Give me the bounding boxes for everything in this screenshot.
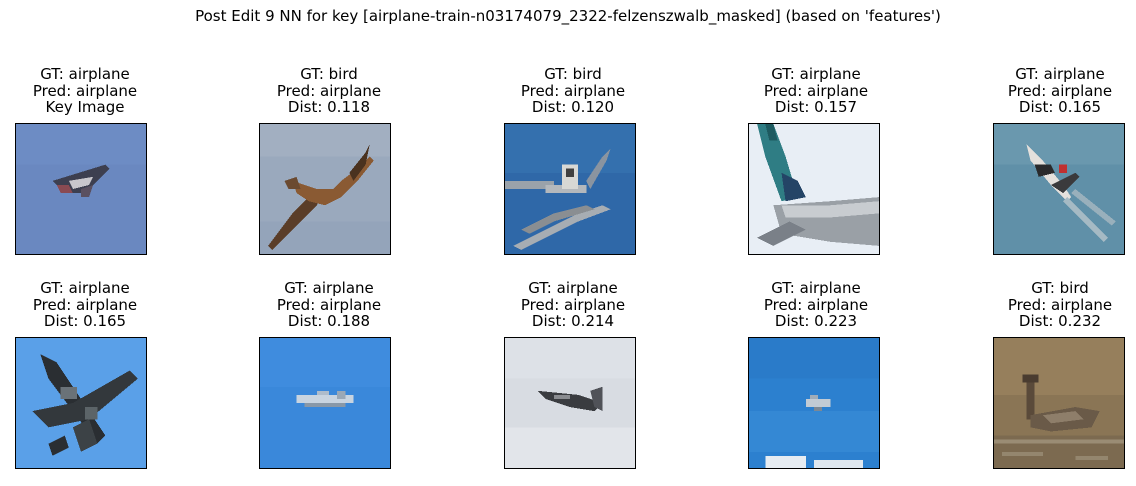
figure-title: Post Edit 9 NN for key [airplane-train-n… [195, 7, 941, 25]
panel-gt-label: GT: bird [544, 65, 602, 83]
panel-dist-label: Dist: 0.223 [774, 312, 858, 330]
panel-gt-label: GT: bird [1031, 279, 1089, 297]
panel-neighbor-5: GT: airplane Pred: airplane Dist: 0.165 [0, 280, 170, 330]
panel-neighbor-1: GT: bird Pred: airplane Dist: 0.118 [244, 66, 414, 116]
panel-pred-label: Pred: airplane [520, 295, 626, 314]
panel-neighbor-8: GT: airplane Pred: airplane Dist: 0.223 [731, 280, 901, 330]
panel-pred-label: Pred: airplane [1007, 81, 1113, 100]
panel-pred-label: Pred: airplane [276, 295, 382, 314]
panel-gt-label: GT: airplane [528, 279, 618, 297]
panel-neighbor-9: GT: bird Pred: airplane Dist: 0.232 [975, 280, 1136, 330]
panel-dist-label: Dist: 0.214 [531, 312, 615, 330]
panel-dist-label: Dist: 0.165 [1018, 98, 1102, 116]
panel-neighbor-3: GT: airplane Pred: airplane Dist: 0.157 [731, 66, 901, 116]
panel-gt-label: GT: airplane [40, 279, 130, 297]
panel-gt-label: GT: airplane [40, 65, 130, 83]
panel-gt-label: GT: airplane [1015, 65, 1105, 83]
panel-neighbor-4: GT: airplane Pred: airplane Dist: 0.165 [975, 66, 1136, 116]
tiny-plane-clouds-image [748, 337, 880, 469]
panel-gt-label: GT: airplane [771, 279, 861, 297]
panel-dist-label: Dist: 0.120 [531, 98, 615, 116]
panel-pred-label: Pred: airplane [32, 295, 138, 314]
panel-pred-label: Pred: airplane [520, 81, 626, 100]
panel-pred-label: Pred: airplane [763, 81, 869, 100]
panel-dist-label: Dist: 0.232 [1018, 312, 1102, 330]
panel-pred-label: Pred: airplane [276, 81, 382, 100]
panel-gt-label: GT: airplane [284, 279, 374, 297]
small-plane-blue-sky-image [259, 337, 391, 469]
plane-grey-sky-image [504, 337, 636, 469]
soaring-bird-image [259, 123, 391, 255]
panel-pred-label: Pred: airplane [1007, 295, 1113, 314]
panel-neighbor-2: GT: bird Pred: airplane Dist: 0.120 [488, 66, 658, 116]
duck-on-water-image [993, 337, 1125, 469]
airliner-tail-image [748, 123, 880, 255]
panel-neighbor-6: GT: airplane Pred: airplane Dist: 0.188 [244, 280, 414, 330]
key-airplane-image [15, 123, 147, 255]
panel-extra-label: Key Image [45, 98, 125, 116]
panel-key-image: GT: airplane Pred: airplane Key Image [0, 66, 170, 116]
panel-dist-label: Dist: 0.157 [774, 98, 858, 116]
jet-contrails-image [993, 123, 1125, 255]
panel-dist-label: Dist: 0.188 [287, 312, 371, 330]
panel-gt-label: GT: airplane [771, 65, 861, 83]
panel-gt-label: GT: bird [300, 65, 358, 83]
panel-dist-label: Dist: 0.118 [287, 98, 371, 116]
panel-neighbor-7: GT: airplane Pred: airplane Dist: 0.214 [488, 280, 658, 330]
panel-pred-label: Pred: airplane [763, 295, 869, 314]
panel-pred-label: Pred: airplane [32, 81, 138, 100]
panel-dist-label: Dist: 0.165 [43, 312, 127, 330]
airliner-underside-image [15, 337, 147, 469]
bird-on-branches-image [504, 123, 636, 255]
